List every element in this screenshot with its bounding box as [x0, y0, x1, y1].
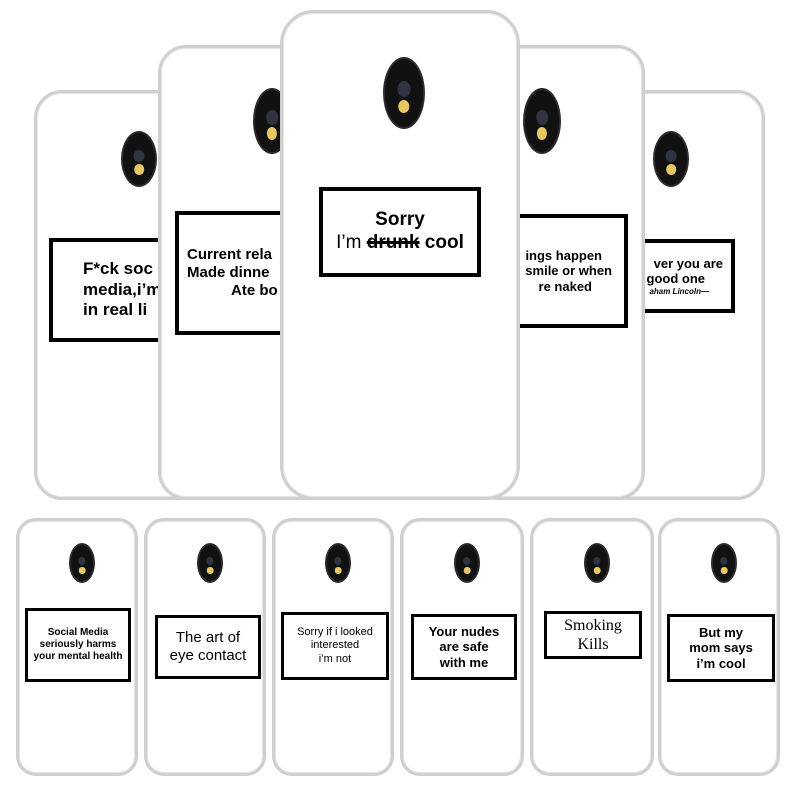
quote-line: I’m drunk cool: [336, 232, 464, 255]
phone-case-6: Social Media seriously harms your mental…: [16, 518, 138, 776]
quote-line: Sorry: [375, 209, 425, 231]
camera-icon: [584, 543, 610, 583]
quote-line: Sorry if i looked: [297, 626, 373, 639]
phone-case-8: Sorry if i looked interested i’m not: [272, 518, 394, 776]
quote-label: Sorry I’m drunk cool: [319, 187, 481, 277]
camera-icon: [197, 543, 223, 583]
quote-line: eye contact: [169, 647, 247, 664]
camera-icon: [69, 543, 95, 583]
camera-icon: [523, 88, 561, 154]
camera-icon: [653, 131, 689, 187]
quote-line: in real li: [83, 300, 148, 320]
camera-icon: [454, 543, 480, 583]
quote-label: The art of eye contact: [155, 615, 261, 679]
quote-struck-word: drunk: [366, 232, 420, 253]
quote-line: your mental health: [33, 651, 123, 662]
quote-line: with me: [439, 654, 489, 670]
camera-icon: [383, 57, 425, 129]
quote-line: F*ck soc: [83, 259, 153, 279]
quote-label: Social Media seriously harms your mental…: [25, 608, 131, 682]
phone-case-10: Smoking Kills: [530, 518, 654, 776]
phone-case-11: But my mom says i’m cool: [658, 518, 780, 776]
quote-line: ver you are: [653, 255, 723, 271]
quote-label: Sorry if i looked interested i’m not: [281, 612, 389, 680]
quote-label: Smoking Kills: [544, 611, 642, 659]
quote-line: The art of: [175, 629, 241, 646]
camera-icon: [121, 131, 157, 187]
phone-case-9: Your nudes are safe with me: [400, 518, 524, 776]
quote-line: i’m not: [318, 652, 352, 665]
quote-line: interested: [310, 639, 360, 652]
quote-line: seriously harms: [39, 639, 117, 650]
quote-word: cool: [424, 232, 464, 253]
quote-line: Your nudes: [428, 623, 500, 639]
quote-line: media,i’m: [83, 279, 162, 299]
quote-line: Social Media: [47, 627, 109, 638]
quote-line: mom says: [689, 640, 753, 656]
phone-case-7: The art of eye contact: [144, 518, 266, 776]
quote-line: re naked: [538, 278, 592, 294]
quote-line: good one: [646, 271, 706, 287]
quote-line: Made dinne: [187, 264, 270, 281]
quote-line: smile or when: [525, 263, 612, 279]
quote-line: are safe: [439, 639, 489, 655]
quote-line: aham Lincoln—: [649, 286, 709, 296]
camera-icon: [711, 543, 737, 583]
camera-icon: [325, 543, 351, 583]
quote-line: Kills: [577, 636, 609, 653]
quote-line: Ate bo: [231, 282, 278, 299]
quote-word: I’m: [336, 232, 362, 253]
quote-line: i’m cool: [696, 655, 746, 671]
quote-label: But my mom says i’m cool: [667, 614, 775, 682]
quote-line: ings happen: [525, 247, 602, 263]
quote-line: Smoking: [564, 616, 622, 634]
quote-line: Current rela: [187, 246, 273, 263]
phone-case-3: Sorry I’m drunk cool: [280, 10, 520, 500]
quote-line: But my: [698, 624, 744, 640]
quote-label: Your nudes are safe with me: [411, 614, 517, 680]
